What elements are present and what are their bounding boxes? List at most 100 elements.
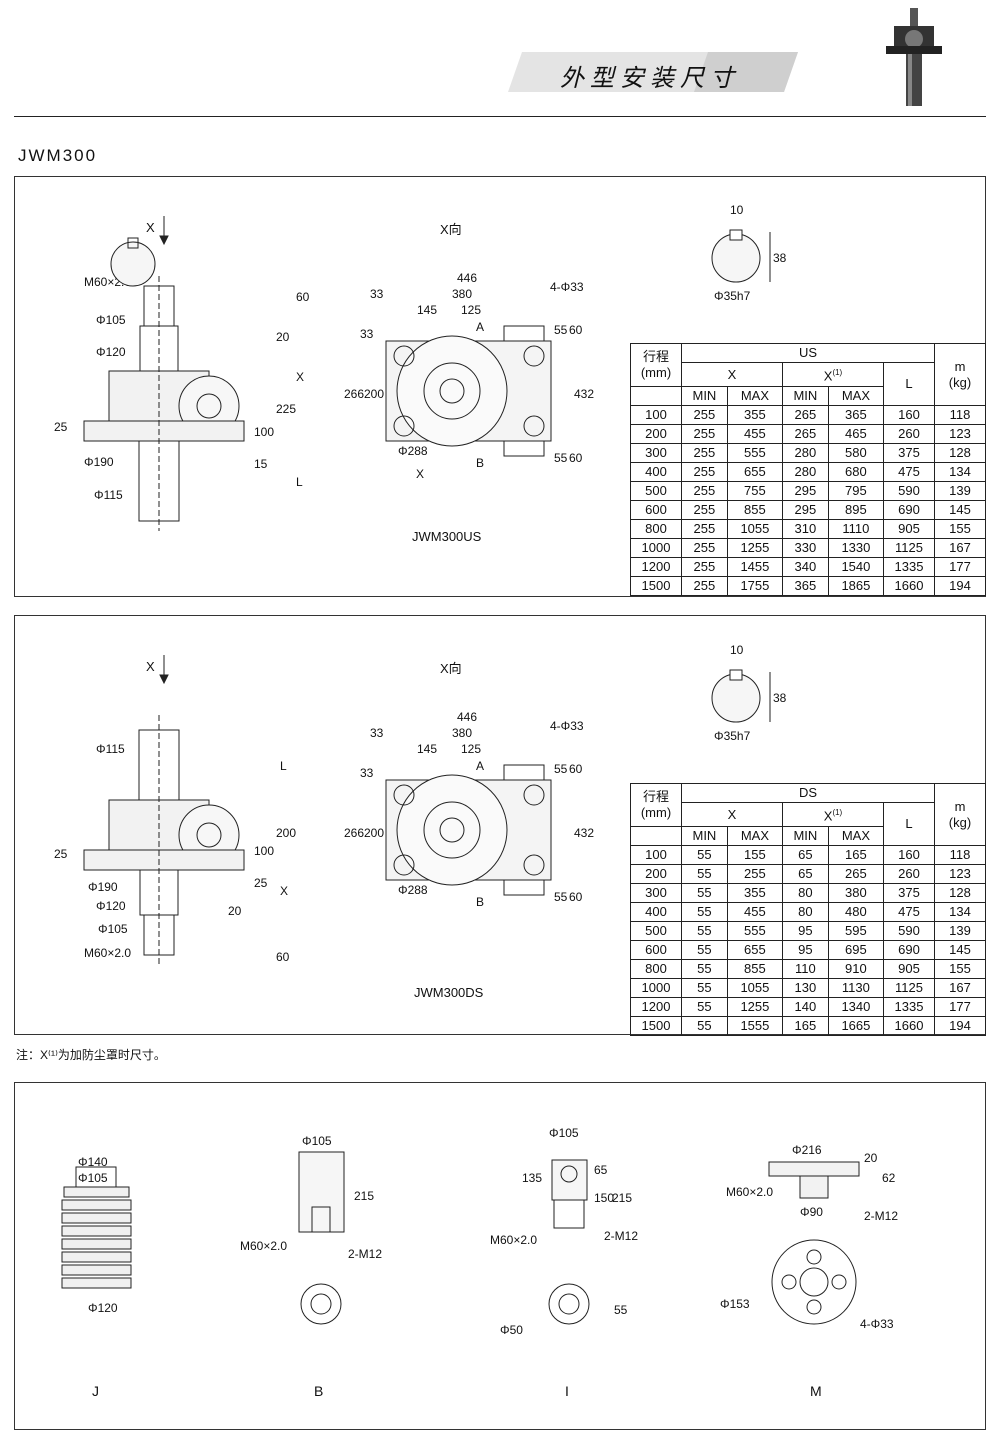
dim: X [296,370,304,384]
dim: 10 [730,203,744,217]
dim: Φ140 [78,1155,108,1169]
dim: A [476,759,484,773]
ds-front-dims: 446 380 33 145 125 4-Φ33 A B 33 266 200 … [344,710,594,909]
table-cell: 355 [726,883,783,903]
x1-sup: (1) [832,367,843,377]
table-cell: 1200 [630,997,682,1017]
table-cell: 895 [827,500,885,520]
table-cell: 255 [681,405,728,425]
stroke-label: 行程 [642,349,669,364]
dim: L [296,475,303,489]
table-cell: 295 [781,481,829,501]
view-label: X向 [440,222,462,237]
table-cell: 123 [934,864,986,884]
table-cell: 465 [827,424,885,444]
accessory-m [768,1161,860,1325]
dim: 60 [276,950,290,964]
min-label: MIN [781,386,829,406]
table-cell: 280 [781,443,829,463]
table-cell: 65 [781,864,829,884]
stroke-unit: (mm) [640,805,672,820]
dim: M60×2.0 [490,1233,537,1247]
table-cell: 1660 [883,576,935,596]
stroke-unit: (mm) [640,365,672,380]
table-cell: 1110 [827,519,885,539]
table-cell: 300 [630,443,682,463]
table-cell: 194 [934,576,986,596]
dim: 145 [417,303,437,317]
dim: 20 [276,330,290,344]
table-cell: 255 [681,424,728,444]
accessory-i [548,1159,590,1325]
dim: X [416,467,424,481]
table-cell: 555 [726,921,783,941]
table-cell: 139 [934,921,986,941]
l-label: L [883,802,935,846]
ds-side-dims: Φ115 L 25 200 100 Φ190 25 X Φ120 20 Φ105… [54,742,296,964]
table-cell: 160 [883,845,935,865]
table-cell: 690 [883,500,935,520]
dim: Φ35h7 [714,729,751,743]
dim: Φ50 [500,1323,523,1337]
table-cell: 165 [781,1016,829,1036]
table-cell: 1130 [827,978,885,998]
dim: 10 [730,643,744,657]
dim: 446 [457,710,477,724]
dim: Φ115 [96,742,125,756]
dim: Φ105 [78,1171,108,1185]
dim: 55 [554,451,568,465]
table-cell: 330 [781,538,829,558]
ds-drawings: Φ115 L 25 200 100 Φ190 25 X Φ120 20 Φ105… [54,655,594,1000]
dim: 55 [614,1303,628,1317]
product-thumbnail [886,8,942,106]
dim: 200 [364,387,384,401]
table-cell: 1055 [726,978,783,998]
table-cell: 500 [630,481,682,501]
ds-panel [14,615,986,1035]
table-cell: 165 [827,845,885,865]
dim: 33 [370,726,384,740]
dim: X [280,884,288,898]
dim: 33 [360,766,374,780]
table-cell: 300 [630,883,682,903]
table-cell: 118 [934,405,986,425]
table-cell: 145 [934,940,986,960]
dim: Φ105 [549,1126,579,1140]
table-cell: 600 [630,500,682,520]
dim: 225 [276,402,296,416]
dim: Φ288 [398,883,428,897]
table-cell: 1000 [630,978,682,998]
table-cell: 194 [934,1016,986,1036]
dim: 100 [254,425,274,439]
dim: Φ115 [94,488,123,502]
accessory-label: M [810,1383,822,1399]
table-cell: 855 [726,959,783,979]
table-cell: 365 [827,405,885,425]
table-cell: 695 [827,940,885,960]
dim: Φ105 [302,1134,332,1148]
dim: 60 [569,451,583,465]
table-cell: 200 [630,424,682,444]
table-cell: 1335 [883,557,935,577]
table-cell: 755 [726,481,783,501]
dim: 20 [864,1151,878,1165]
table-cell: 1455 [726,557,783,577]
dim: 60 [569,890,583,904]
dim: 60 [296,290,310,304]
table-cell: 55 [681,883,728,903]
dim: Φ190 [88,880,118,894]
dim: 60 [569,323,583,337]
us-panel [14,176,986,597]
table-cell: 855 [726,500,783,520]
table-cell: 160 [883,405,935,425]
max-label: MAX [827,826,885,846]
table-cell: 1000 [630,538,682,558]
